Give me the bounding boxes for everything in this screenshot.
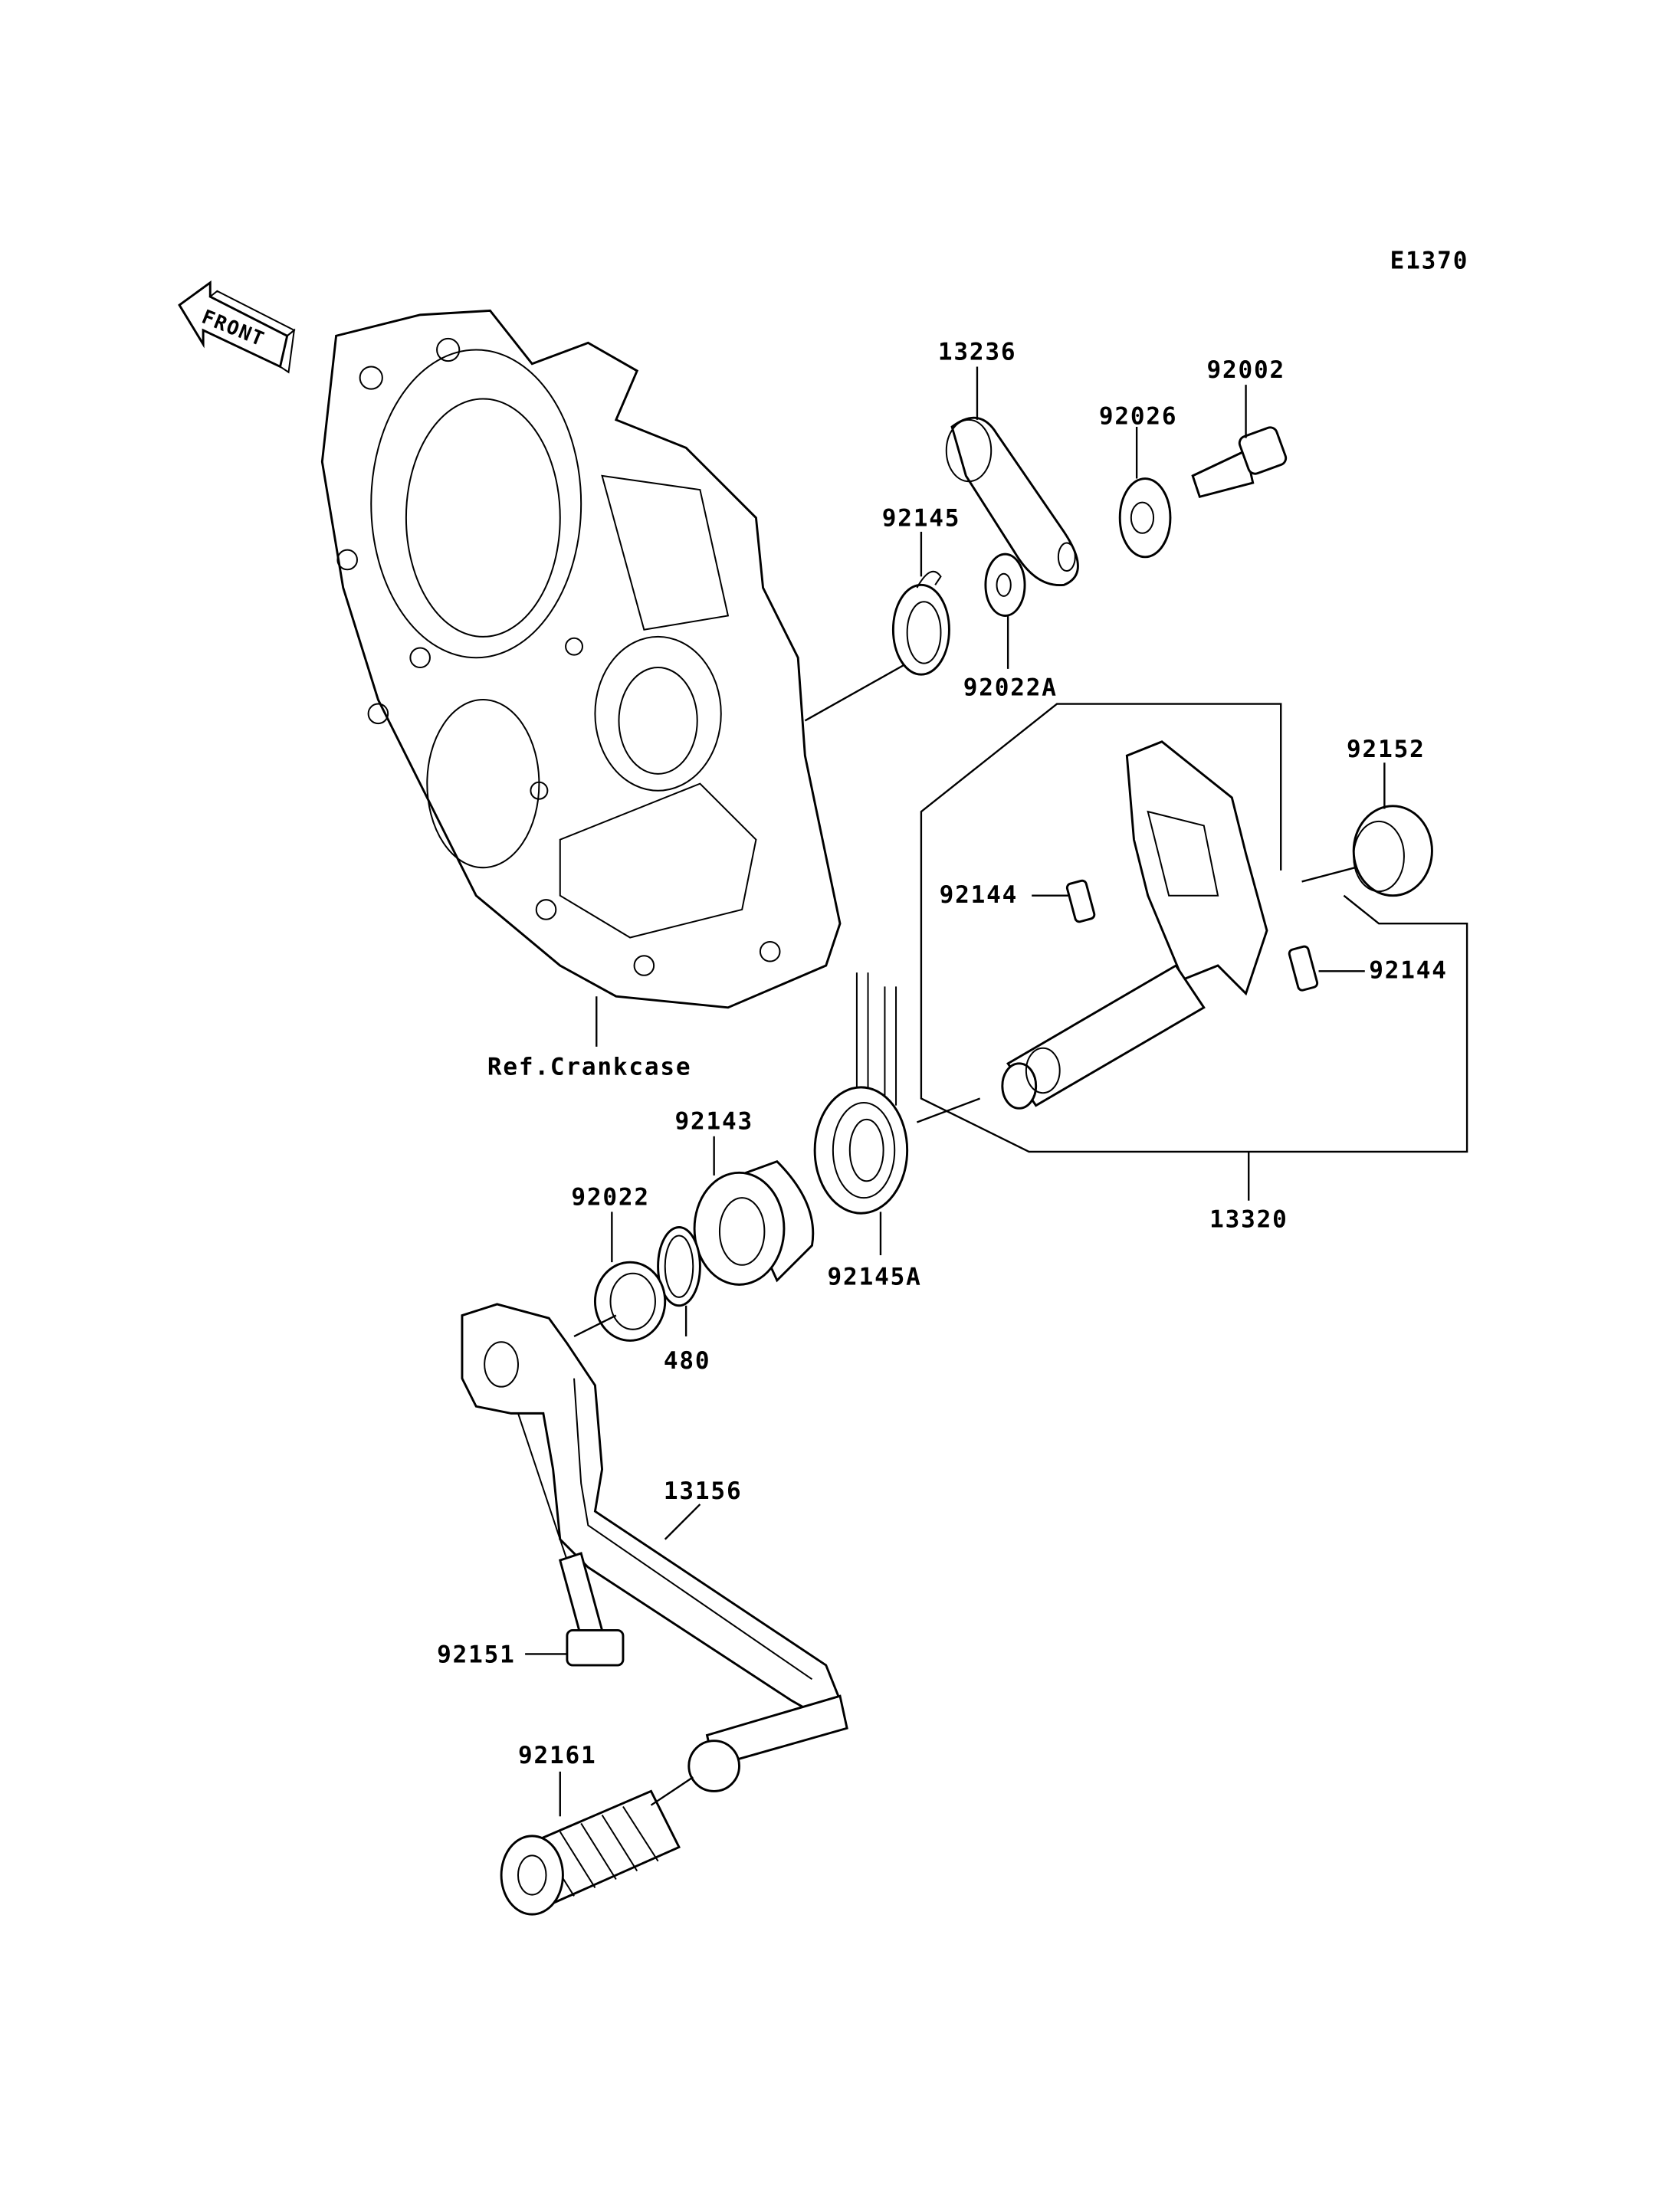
label-92145: 92145 (882, 505, 961, 533)
label-13156: 13156 (664, 1477, 743, 1505)
label-92143: 92143 (675, 1108, 754, 1136)
part-92022-washer (593, 1261, 667, 1342)
crankcase (320, 309, 842, 1009)
label-13236: 13236 (938, 338, 1017, 366)
part-92144-spring-right (1288, 945, 1319, 992)
label-92022A: 92022A (963, 674, 1058, 702)
part-13236-shift-arm (945, 416, 1079, 587)
label-92151: 92151 (437, 1641, 516, 1668)
label-92161: 92161 (518, 1742, 597, 1769)
label-92145A: 92145A (828, 1263, 922, 1290)
part-92144-spring-left (1065, 879, 1096, 923)
label-92152: 92152 (1347, 736, 1426, 763)
part-13320-shift-shaft (1001, 740, 1268, 1110)
part-92026-washer (1118, 477, 1172, 559)
part-92145A-return-spring (813, 972, 909, 1215)
part-13156-shift-pedal (461, 1303, 848, 1792)
label-13320: 13320 (1209, 1206, 1288, 1234)
ref-crankcase-label: Ref.Crankcase (487, 1053, 692, 1080)
part-92022A-washer (984, 553, 1026, 617)
part-92161-pedal-rubber (500, 1789, 681, 1916)
part-480-circlip (657, 1226, 701, 1307)
label-92002: 92002 (1206, 356, 1285, 384)
label-92022: 92022 (571, 1183, 650, 1211)
part-92145-spring (891, 570, 950, 676)
front-arrow-icon: FRONT (178, 280, 296, 374)
label-92144-left: 92144 (940, 881, 1019, 909)
part-92151-bolt (517, 1413, 625, 1667)
part-92143-collar (693, 1159, 815, 1286)
label-92144-right: 92144 (1369, 956, 1448, 984)
label-92026: 92026 (1099, 402, 1178, 430)
label-480: 480 (664, 1347, 711, 1375)
diagram-code: E1370 (1390, 248, 1469, 275)
part-92152-oil-seal (1352, 805, 1433, 897)
part-92002-bolt (1191, 426, 1288, 499)
